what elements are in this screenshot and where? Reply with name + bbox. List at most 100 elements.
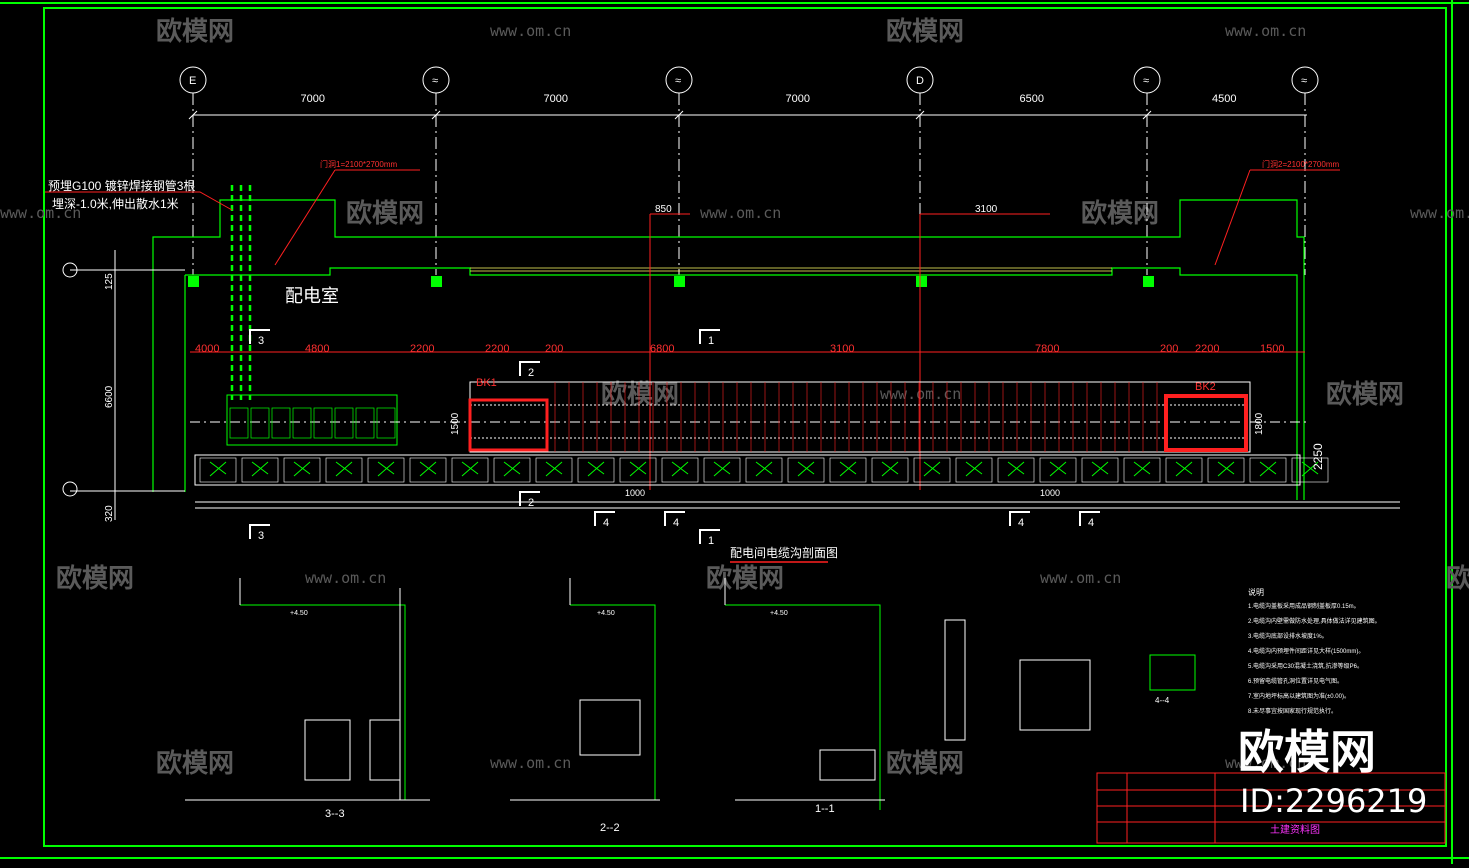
note-line: 4.电缆沟内预埋件间距详见大样(1500mm)。 <box>1248 647 1364 655</box>
axis-label: ≈ <box>1143 75 1149 87</box>
sheet-frame <box>43 7 1447 847</box>
row-dim-label: 1500 <box>1260 343 1284 355</box>
bk1-box <box>468 398 549 452</box>
row-dim-label: 4800 <box>305 343 329 355</box>
watermark: 欧模网 <box>1081 198 1159 229</box>
note-left: 预埋G100 镀锌焊接钢管3根 <box>48 178 195 193</box>
door-note-right: 门洞2=2100*2700mm <box>1262 159 1339 169</box>
watermark: 欧模网 <box>1326 379 1404 410</box>
watermark-url: www.om.cn <box>1040 569 1121 587</box>
watermark-url: www.om.cn <box>700 204 781 222</box>
trench-upper <box>190 381 1310 453</box>
conduit-pipes <box>230 185 252 400</box>
top-dim-label: 7000 <box>544 93 568 105</box>
row-dim-label: 4000 <box>195 343 219 355</box>
axis-label: D <box>916 75 924 87</box>
axis-label: ≈ <box>1301 75 1307 87</box>
row-dim-label: 6800 <box>650 343 674 355</box>
section-title-2: 2--2 <box>600 822 620 834</box>
watermark: 欧模网 <box>706 563 784 594</box>
section-1-1 <box>724 578 885 810</box>
detail-4-4 <box>944 619 1196 741</box>
row-dim-label: 3100 <box>830 343 854 355</box>
small-dim-1: 1000 <box>625 488 645 498</box>
row-dim-label: 200 <box>1160 343 1178 355</box>
section-mark: 1 <box>708 335 714 347</box>
note-line: 8.未尽事宜按国家现行规范执行。 <box>1248 707 1337 715</box>
left-dim-125: 125 <box>104 273 115 290</box>
row-dim-label: 2200 <box>410 343 434 355</box>
row-dim-label: 200 <box>545 343 563 355</box>
note-line: 5.电缆沟采用C30混凝土浇筑,抗渗等级P6。 <box>1248 662 1363 670</box>
section-mark: 3 <box>258 335 264 347</box>
row-dim-label: 7800 <box>1035 343 1059 355</box>
right-dim-2: 1800 <box>1254 412 1265 435</box>
section-mark: 4 <box>603 517 609 529</box>
section-mark: 4 <box>1088 517 1094 529</box>
section-mark: 4 <box>673 517 679 529</box>
watermark-url: www.om.cn <box>1225 22 1306 40</box>
watermark: 欧模网 <box>886 748 964 779</box>
elev-label-2: +4.50 <box>597 610 615 617</box>
watermark-url: www.om.cn <box>490 754 571 772</box>
dim-850: 850 <box>655 204 672 215</box>
axis-bubble-left-bottom <box>62 481 78 497</box>
section-mark: 2 <box>528 367 534 379</box>
section-title-3: 3--3 <box>325 808 345 820</box>
top-dim-label: 4500 <box>1212 93 1236 105</box>
elev-label-1: +4.50 <box>290 610 308 617</box>
note-line: 1.电缆沟盖板采用成品钢制盖板厚0.15m。 <box>1248 602 1360 610</box>
watermark-layer: 欧模网欧模网欧模网欧模网欧模网欧模网欧模网欧模网欧模网欧模网欧模网www.om.… <box>0 16 1469 779</box>
top-dim-label: 7000 <box>301 93 325 105</box>
section-mark: 4 <box>1018 517 1024 529</box>
axis-label: ≈ <box>432 75 438 87</box>
watermark-url: www.om.cn <box>0 204 81 222</box>
section-title-1: 1--1 <box>815 803 835 815</box>
small-dim-2: 1000 <box>1040 488 1060 498</box>
watermark: 欧模网 <box>346 198 424 229</box>
watermark-url: www.om.cn <box>305 569 386 587</box>
left-dim-320: 320 <box>104 505 115 522</box>
bk2-box <box>1164 394 1248 452</box>
left-dim-6600: 6600 <box>104 385 115 408</box>
axis-layer: E≈≈D≈≈ <box>179 66 1319 275</box>
watermark-url: www.om.cn <box>880 385 961 403</box>
note-left-2: 埋深-1.0米,伸出散水1米 <box>52 196 179 211</box>
axis-label: E <box>189 75 196 87</box>
section-mark: 2 <box>528 497 534 509</box>
watermark-url: www.om.cn <box>490 22 571 40</box>
watermark: 欧模网 <box>56 563 134 594</box>
elev-label-3: +4.50 <box>770 610 788 617</box>
left-dim-2: 1500 <box>450 412 461 435</box>
notes-list: 1.电缆沟盖板采用成品钢制盖板厚0.15m。 2.电缆沟内壁需做防水处理,具体做法… <box>1248 602 1381 715</box>
top-dim-label: 7000 <box>786 93 810 105</box>
room-outline <box>152 199 1305 500</box>
brand-big: 欧模网 <box>1238 725 1376 779</box>
note-line: 3.电缆沟底部设排水坡度1%。 <box>1248 632 1328 640</box>
note-line: 6.预留电缆管孔洞位置详见电气图。 <box>1248 677 1343 685</box>
axis-bubble-left-top <box>62 262 78 278</box>
right-dim: 2250 <box>1311 443 1325 470</box>
section-mark: 1 <box>708 535 714 547</box>
hatch-cells <box>199 457 1329 483</box>
top-dim-label: 6500 <box>1020 93 1044 105</box>
trench-cells <box>229 382 1158 452</box>
title-block-label: 土建资料图 <box>1270 823 1320 836</box>
watermark-url: www.om.cn <box>1410 204 1469 222</box>
red-leaders <box>45 169 1340 490</box>
watermark: 欧模网 <box>156 748 234 779</box>
watermark: 欧模网 <box>156 16 234 47</box>
bk2-label: BK2 <box>1195 381 1216 393</box>
watermark: 欧模网 <box>886 16 964 47</box>
note-line: 7.室内地坪标高以建筑图为准(±0.00)。 <box>1248 692 1350 700</box>
columns <box>188 276 1154 287</box>
section-2-2 <box>510 578 660 801</box>
door-note-left: 门洞1=2100*2700mm <box>320 159 397 169</box>
note-line: 2.电缆沟内壁需做防水处理,具体做法详见建筑图。 <box>1248 617 1381 625</box>
trench-lower <box>194 454 1400 509</box>
row-dim-label: 2200 <box>485 343 509 355</box>
